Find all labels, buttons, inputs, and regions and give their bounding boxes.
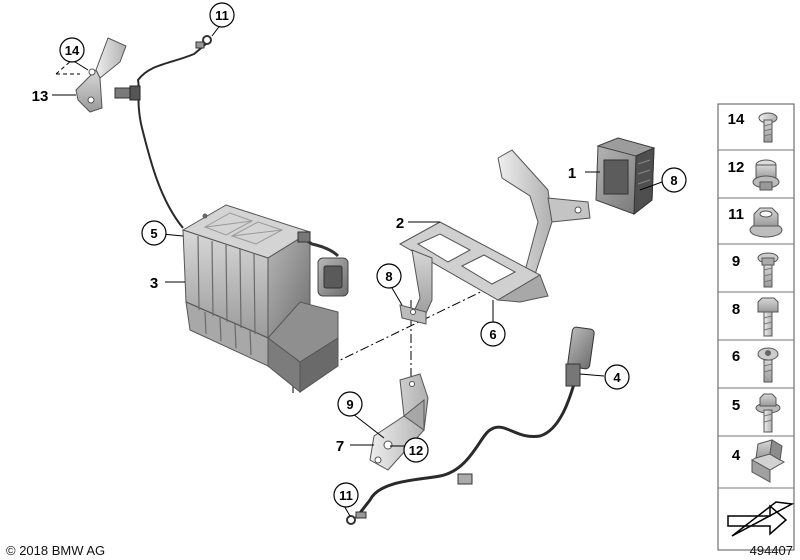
svg-text:3: 3 <box>150 275 158 292</box>
table-row-9[interactable]: 9 <box>732 252 779 288</box>
svg-text:6: 6 <box>489 327 496 342</box>
svg-text:12: 12 <box>728 159 745 176</box>
callout-12[interactable]: 12 <box>403 437 429 463</box>
svg-text:4: 4 <box>732 447 741 464</box>
callout-3[interactable]: 3 <box>150 275 158 292</box>
table-row-14[interactable]: 14 <box>728 111 778 143</box>
table-row-12[interactable]: 12 <box>728 159 780 191</box>
svg-text:14: 14 <box>728 111 745 128</box>
table-row-4[interactable]: 4 <box>732 439 786 483</box>
callout-4[interactable]: 4 <box>604 364 630 390</box>
svg-text:12: 12 <box>409 443 423 458</box>
svg-text:8: 8 <box>732 301 740 318</box>
callout-7[interactable]: 7 <box>336 438 344 455</box>
svg-text:9: 9 <box>346 397 353 412</box>
callout-9[interactable]: 9 <box>337 391 363 417</box>
flange-bolt-icon <box>755 393 781 433</box>
diagram-number: 494407 <box>750 543 793 558</box>
bracket-7[interactable] <box>369 373 429 471</box>
svg-text:11: 11 <box>339 488 353 503</box>
svg-text:5: 5 <box>732 397 740 414</box>
callout-13[interactable]: 13 <box>32 88 49 105</box>
pan-head-screw-icon <box>757 252 779 288</box>
callout-8-bracket[interactable]: 8 <box>376 263 402 289</box>
callout-11-top[interactable]: 11 <box>209 2 235 28</box>
callout-8-relay[interactable]: 8 <box>661 167 687 193</box>
svg-text:7: 7 <box>336 438 344 455</box>
copyright-text: © 2018 BMW AG <box>6 543 105 558</box>
flange-hex-nut-icon <box>749 207 783 238</box>
table-row-8[interactable]: 8 <box>732 297 779 337</box>
spring-clip-icon <box>750 439 786 483</box>
svg-text:5: 5 <box>150 226 157 241</box>
svg-text:1: 1 <box>568 165 576 182</box>
table-row-6[interactable]: 6 <box>732 347 779 383</box>
svg-text:8: 8 <box>670 173 677 188</box>
table-row-11[interactable]: 11 <box>728 206 783 238</box>
svg-text:8: 8 <box>385 269 392 284</box>
torx-screw-icon <box>757 347 779 383</box>
svg-text:6: 6 <box>732 348 740 365</box>
svg-text:2: 2 <box>396 215 404 232</box>
table-row-5[interactable]: 5 <box>732 393 781 433</box>
svg-text:13: 13 <box>32 88 49 105</box>
leader-lines <box>52 23 663 517</box>
flat-head-screw-icon <box>758 112 778 143</box>
callout-14[interactable]: 14 <box>59 37 85 63</box>
callout-1[interactable]: 1 <box>568 165 576 182</box>
direction-arrow-icon <box>727 501 795 537</box>
svg-text:11: 11 <box>215 8 229 23</box>
callout-2[interactable]: 2 <box>396 215 404 232</box>
callout-11-bottom[interactable]: 11 <box>333 482 359 508</box>
bracket-2[interactable] <box>398 149 591 325</box>
ground-cable-upper[interactable] <box>114 35 212 229</box>
svg-text:11: 11 <box>728 206 744 223</box>
svg-text:14: 14 <box>65 43 80 58</box>
control-unit-housing[interactable] <box>181 204 349 394</box>
parts-table: 14 12 11 <box>717 103 795 551</box>
bracket-13[interactable] <box>75 37 127 113</box>
cable-4[interactable] <box>346 326 595 525</box>
callout-6[interactable]: 6 <box>480 321 506 347</box>
svg-text:9: 9 <box>732 253 740 270</box>
callout-5[interactable]: 5 <box>141 220 167 246</box>
svg-text:4: 4 <box>613 370 621 385</box>
hex-bolt-icon <box>757 297 779 337</box>
relay-box-1[interactable] <box>595 137 656 216</box>
collar-nut-icon <box>752 159 780 191</box>
